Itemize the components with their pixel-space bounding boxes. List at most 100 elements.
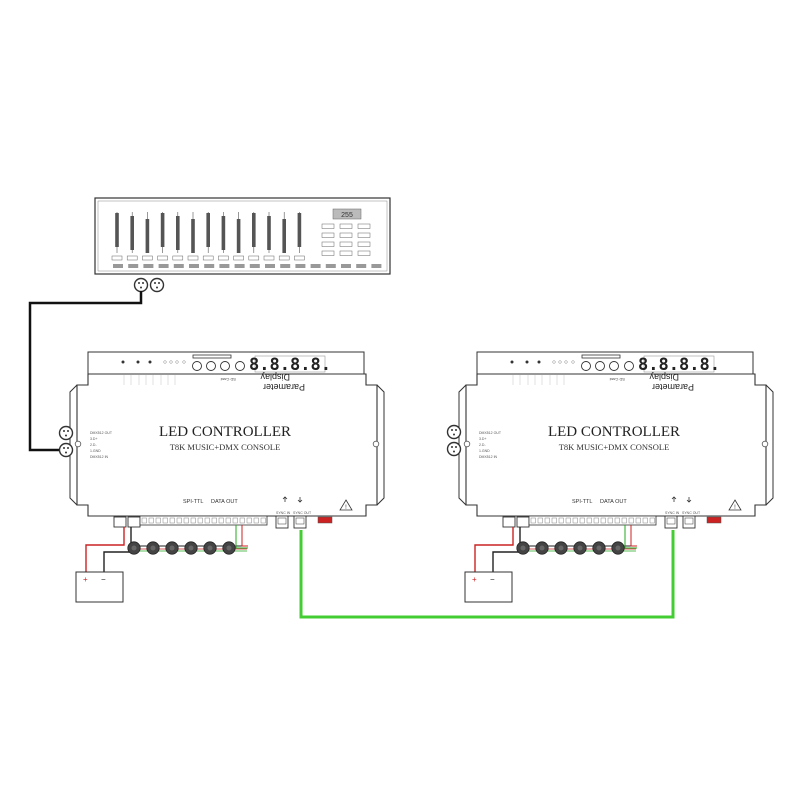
console-bottom-key[interactable]	[371, 264, 382, 268]
console-bottom-key[interactable]	[158, 264, 169, 268]
console-channel-button[interactable]	[126, 255, 138, 261]
console-bottom-key[interactable]	[295, 264, 306, 268]
console-bottom-key[interactable]	[204, 264, 215, 268]
console-channel-button[interactable]	[172, 255, 184, 261]
console-bottom-key[interactable]	[173, 264, 184, 268]
sync-out-port[interactable]	[682, 515, 696, 529]
console-key[interactable]	[357, 232, 371, 238]
sync-out-port[interactable]	[293, 515, 307, 529]
console-fader-knob[interactable]	[206, 213, 210, 247]
console-key[interactable]	[357, 250, 371, 256]
status-led-icon	[537, 360, 541, 364]
display-label: Display	[260, 372, 290, 382]
controller-2-xlr-input	[446, 424, 462, 457]
console-key[interactable]	[339, 223, 353, 229]
console-key[interactable]	[357, 241, 371, 247]
console-key[interactable]	[321, 241, 335, 247]
console-fader-knob[interactable]	[176, 216, 180, 250]
console-channel-button[interactable]	[157, 255, 168, 261]
console-channel-button[interactable]	[278, 255, 290, 261]
console-bottom-key[interactable]	[280, 264, 291, 268]
sync-in-port[interactable]	[275, 515, 289, 529]
console-display	[332, 208, 362, 220]
indicator-led-icon	[182, 360, 186, 364]
console-channel-button[interactable]	[294, 255, 305, 261]
status-led-icon	[136, 360, 140, 364]
console-bottom-key[interactable]	[249, 264, 260, 268]
console-fader-knob[interactable]	[282, 219, 286, 253]
seven-seg-display	[254, 355, 326, 373]
control-knob-button[interactable]	[609, 361, 619, 371]
console-fader-knob[interactable]	[145, 219, 150, 253]
console-key[interactable]	[321, 223, 335, 229]
console-key[interactable]	[321, 250, 335, 256]
console-bottom-key[interactable]	[189, 264, 199, 268]
arrow-up-icon	[282, 496, 288, 502]
control-knob-button[interactable]	[192, 361, 202, 371]
console-key[interactable]	[339, 241, 353, 247]
rj45-port[interactable]	[127, 516, 141, 528]
console-bottom-key[interactable]	[310, 264, 321, 268]
console-bottom-key[interactable]	[325, 264, 336, 268]
console-bottom-key[interactable]	[234, 264, 245, 268]
console-bottom-key[interactable]	[219, 264, 230, 268]
sync-in-port[interactable]	[664, 515, 678, 529]
console-channel-button[interactable]	[233, 255, 244, 261]
mounting-hole-icon	[372, 440, 380, 448]
console-fader-knob[interactable]	[221, 216, 226, 250]
console-bottom-key[interactable]	[356, 264, 367, 268]
console-channel-button[interactable]	[218, 255, 229, 261]
indicator-led-icon	[163, 360, 167, 364]
display-label: Display	[649, 372, 679, 382]
rj45-port[interactable]	[516, 516, 530, 528]
console-bottom-key[interactable]	[128, 264, 139, 268]
dmx-pin-label: 2.D-	[479, 443, 486, 447]
arrow-up-icon	[671, 496, 677, 502]
rj45-port[interactable]	[113, 516, 127, 528]
console-fader-knob[interactable]	[160, 213, 165, 247]
console-channel-button[interactable]	[187, 255, 199, 261]
console-fader-knob[interactable]	[267, 216, 271, 250]
rj45-port[interactable]	[502, 516, 516, 528]
control-knob-button[interactable]	[220, 361, 230, 371]
power-switch[interactable]	[706, 516, 722, 524]
console-channel-button[interactable]	[142, 255, 153, 261]
control-knob-button[interactable]	[595, 361, 605, 371]
terminal-block[interactable]	[528, 515, 657, 526]
console-channel-button[interactable]	[111, 255, 123, 261]
console-fader-knob[interactable]	[115, 213, 119, 247]
console-fader-knob[interactable]	[252, 213, 256, 247]
console-bottom-key[interactable]	[265, 264, 275, 268]
control-knob-button[interactable]	[206, 361, 216, 371]
console-bottom-key[interactable]	[341, 264, 351, 268]
console-key[interactable]	[339, 250, 353, 256]
control-knob-button[interactable]	[581, 361, 591, 371]
console-channel-button[interactable]	[202, 255, 214, 261]
console-bottom-key[interactable]	[113, 264, 123, 268]
console-fader-knob[interactable]	[130, 216, 134, 250]
console-key[interactable]	[357, 223, 371, 229]
battery-minus-label: −	[101, 575, 106, 584]
console-channel-button[interactable]	[263, 255, 275, 261]
console-key[interactable]	[339, 232, 353, 238]
console-fader-knob[interactable]	[297, 213, 302, 247]
spi-ttl-label: SPI-TTL	[572, 499, 592, 505]
console-bottom-key[interactable]	[143, 264, 154, 268]
console-fader-knob[interactable]	[236, 219, 241, 253]
spi-ttl-label: SPI-TTL	[183, 499, 203, 505]
power-wire-negative	[103, 527, 132, 572]
sync-in-label: SYNC IN	[665, 511, 680, 515]
seven-seg-display	[643, 355, 715, 373]
sd-card-label: SD Card	[221, 377, 236, 382]
power-switch[interactable]	[317, 516, 333, 524]
dmx-pin-label: DMX512 IN	[479, 455, 498, 459]
controller-title: LED CONTROLLER	[548, 424, 680, 440]
terminal-block[interactable]	[139, 515, 268, 526]
console-fader-knob[interactable]	[191, 219, 195, 253]
console-key[interactable]	[321, 232, 335, 238]
parameter-label: Parameter	[652, 382, 694, 392]
control-knob-button[interactable]	[624, 361, 634, 371]
power-supply-battery	[75, 571, 124, 603]
console-channel-button[interactable]	[248, 255, 260, 261]
control-knob-button[interactable]	[235, 361, 245, 371]
